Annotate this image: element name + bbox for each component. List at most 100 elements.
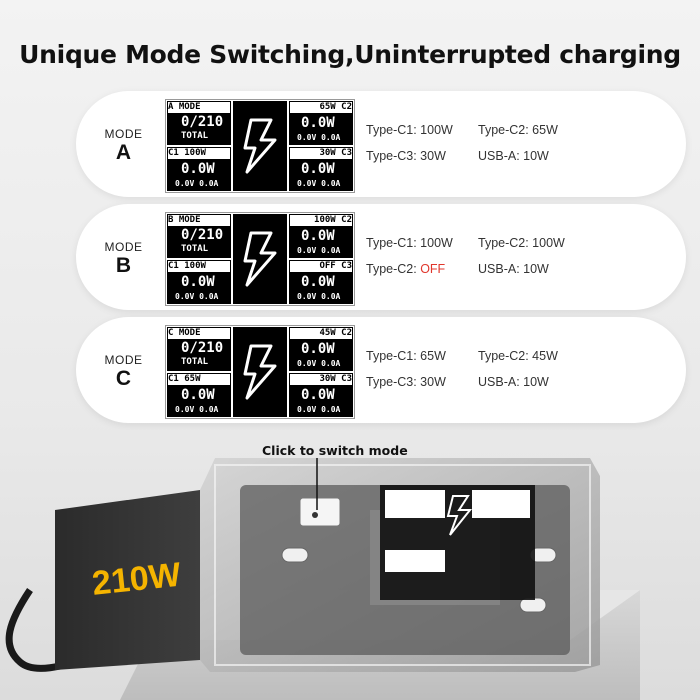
- c3-watt: 30W: [319, 374, 336, 384]
- c3-watt: 30W: [319, 148, 336, 158]
- port-spec: USB-A: 10W: [478, 375, 549, 389]
- mode-letter: B: [115, 254, 132, 277]
- c1-tag: C1: [168, 148, 179, 158]
- c3-power: 0.0W: [301, 161, 335, 177]
- c1-power: 0.0W: [181, 387, 215, 403]
- c2-power: 0.0W: [301, 115, 335, 131]
- c3-tag: C3: [341, 261, 352, 271]
- c2-tag: C2: [341, 215, 352, 225]
- port-spec-text: Type-C3: 30W: [366, 149, 446, 163]
- c3-panel: 30W C3 0.0W 0.0V 0.0A: [289, 147, 353, 191]
- c2-power: 0.0W: [301, 341, 335, 357]
- c2-panel: 100W C2 0.0W 0.0V 0.0A: [289, 214, 353, 258]
- port-spec-text: USB-A: 10W: [478, 149, 549, 163]
- c2-tag: C2: [341, 102, 352, 112]
- bolt-panel: [233, 101, 287, 191]
- c1-panel: C1 65W 0.0W 0.0V 0.0A: [167, 373, 231, 417]
- usb-c-port-1: [281, 547, 309, 563]
- port-off-status: OFF: [420, 262, 446, 276]
- port-spec: Type-C3: 30W: [366, 375, 446, 389]
- port-spec-text: Type-C2:: [366, 262, 421, 276]
- c2-panel: 65W C2 0.0W 0.0V 0.0A: [289, 101, 353, 145]
- port-spec: Type-C1: 100W: [366, 123, 453, 137]
- display-screen: B MODE 0/210 TOTAL C1 100W 0.0W 0.0V 0.0…: [165, 212, 355, 306]
- port-spec-text: Type-C2: 65W: [478, 123, 558, 137]
- charger-side-panel: [55, 490, 200, 670]
- port-spec: USB-A: 10W: [478, 262, 549, 276]
- port-spec-text: Type-C2: 45W: [478, 349, 558, 363]
- port-spec: Type-C2: OFF: [366, 262, 445, 276]
- c2-watt: 65W: [319, 102, 336, 112]
- c1-power: 0.0W: [181, 161, 215, 177]
- c1-watt: 100W: [184, 148, 206, 158]
- c3-power: 0.0W: [301, 274, 335, 290]
- port-spec: Type-C3: 30W: [366, 149, 446, 163]
- lightning-bolt-icon: [243, 231, 277, 287]
- c2-va: 0.0V 0.0A: [297, 133, 341, 142]
- display-screen: A MODE 0/210 TOTAL C1 100W 0.0W 0.0V 0.0…: [165, 99, 355, 193]
- charger-illustration: 210W: [5, 458, 640, 700]
- port-spec: Type-C2: 45W: [478, 349, 558, 363]
- c2-power: 0.0W: [301, 228, 335, 244]
- port-spec-text: USB-A: 10W: [478, 375, 549, 389]
- total-panel: A MODE 0/210 TOTAL: [167, 101, 231, 145]
- c1-panel: C1 100W 0.0W 0.0V 0.0A: [167, 147, 231, 191]
- mode-letter: C: [115, 367, 132, 390]
- c1-va: 0.0V 0.0A: [175, 179, 219, 188]
- port-spec-text: USB-A: 10W: [478, 262, 549, 276]
- total-label: TOTAL: [181, 357, 209, 367]
- c3-tag: C3: [341, 148, 352, 158]
- mode-label: MODE: [104, 240, 143, 254]
- c1-watt: 65W: [184, 374, 201, 384]
- c2-watt: 45W: [319, 328, 336, 338]
- port-spec: USB-A: 10W: [478, 149, 549, 163]
- mode-tag: C MODE: [167, 327, 231, 340]
- mode-switch-button[interactable]: [299, 497, 341, 527]
- total-label: TOTAL: [181, 131, 209, 141]
- port-spec: Type-C1: 100W: [366, 236, 453, 250]
- port-spec-text: Type-C1: 100W: [366, 123, 453, 137]
- charger-label: 210W: [90, 556, 183, 603]
- total-label: TOTAL: [181, 244, 209, 254]
- display-screen: C MODE 0/210 TOTAL C1 65W 0.0W 0.0V 0.0A…: [165, 325, 355, 419]
- lightning-bolt-icon: [243, 344, 277, 400]
- mode-label: MODE: [104, 127, 143, 141]
- c2-tag: C2: [341, 328, 352, 338]
- mode-letter: A: [115, 141, 132, 164]
- c2-va: 0.0V 0.0A: [297, 246, 341, 255]
- c2-panel: 45W C2 0.0W 0.0V 0.0A: [289, 327, 353, 371]
- c1-va: 0.0V 0.0A: [175, 292, 219, 301]
- total-panel: C MODE 0/210 TOTAL: [167, 327, 231, 371]
- c1-tag: C1: [168, 374, 179, 384]
- c3-va: 0.0V 0.0A: [297, 179, 341, 188]
- c3-va: 0.0V 0.0A: [297, 292, 341, 301]
- port-spec-text: Type-C1: 100W: [366, 236, 453, 250]
- c1-watt: 100W: [184, 261, 206, 271]
- lightning-bolt-icon: [243, 118, 277, 174]
- usb-c-port-3: [519, 597, 547, 613]
- c1-tag: C1: [168, 261, 179, 271]
- bolt-panel: [233, 214, 287, 304]
- mode-tag: A MODE: [167, 101, 231, 114]
- c3-va: 0.0V 0.0A: [297, 405, 341, 414]
- total-value: 0/210: [181, 114, 224, 130]
- c2-va: 0.0V 0.0A: [297, 359, 341, 368]
- mode-label: MODE: [104, 353, 143, 367]
- c1-va: 0.0V 0.0A: [175, 405, 219, 414]
- switch-mode-callout: Click to switch mode: [262, 443, 408, 458]
- page-title: Unique Mode Switching,Uninterrupted char…: [19, 40, 681, 69]
- c2-watt: 100W: [314, 215, 336, 225]
- port-spec-text: Type-C3: 30W: [366, 375, 446, 389]
- total-panel: B MODE 0/210 TOTAL: [167, 214, 231, 258]
- mode-tag: B MODE: [167, 214, 231, 227]
- c1-power: 0.0W: [181, 274, 215, 290]
- c1-panel: C1 100W 0.0W 0.0V 0.0A: [167, 260, 231, 304]
- c3-panel: OFF C3 0.0W 0.0V 0.0A: [289, 260, 353, 304]
- port-spec-text: Type-C2: 100W: [478, 236, 565, 250]
- c3-tag: C3: [341, 374, 352, 384]
- port-spec: Type-C1: 65W: [366, 349, 446, 363]
